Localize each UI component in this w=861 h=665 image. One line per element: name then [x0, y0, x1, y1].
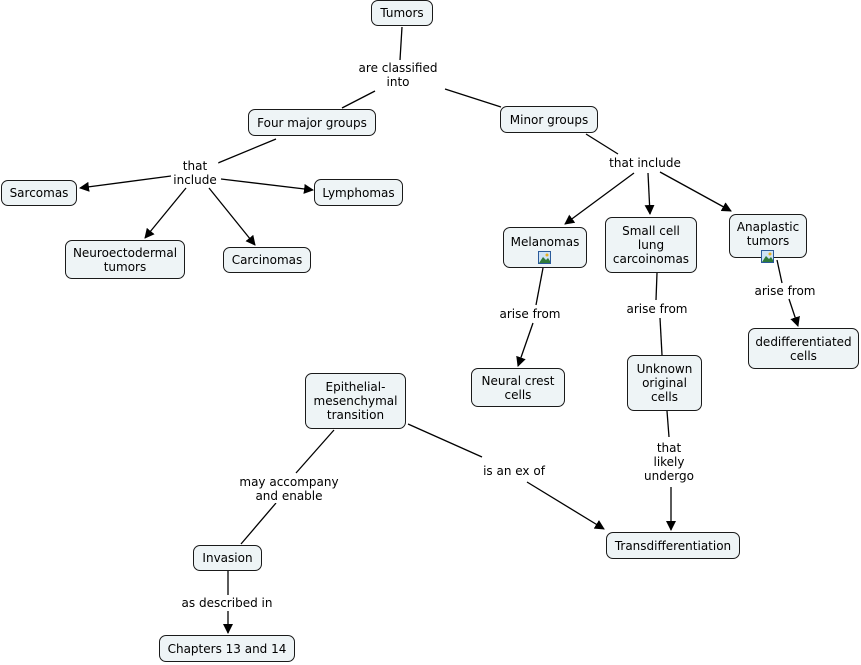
concept-anaplastic-tumors-label: Anaplastic tumors — [736, 220, 800, 248]
link-arise-from-small-cell: arise from — [624, 302, 690, 316]
concept-neuroectodermal-tumors[interactable]: Neuroectodermal tumors — [65, 240, 185, 279]
concept-sarcomas[interactable]: Sarcomas — [1, 180, 77, 206]
edge-include-sarcomas — [79, 175, 172, 192]
edge-arise-dediff — [788, 298, 800, 327]
concept-transdifferentiation[interactable]: Transdifferentiation — [606, 532, 740, 559]
concept-neural-crest-cells[interactable]: Neural crest cells — [471, 368, 565, 407]
link-is-an-ex-of: is an ex of — [481, 464, 547, 478]
edge-include-melanomas — [564, 172, 635, 225]
concept-invasion[interactable]: Invasion — [193, 545, 262, 571]
edge-arise-neuralcrest — [516, 322, 534, 367]
link-as-described-in: as described in — [179, 596, 275, 610]
edge-include-neuro — [144, 187, 187, 239]
concept-epithelial-mesenchymal-transition[interactable]: Epithelial- mesenchymal transition — [305, 373, 406, 429]
edge-include-lymphomas — [220, 178, 314, 194]
concept-carcinomas[interactable]: Carcinomas — [223, 247, 311, 273]
concept-melanomas[interactable]: Melanomas — [503, 227, 587, 268]
concept-anaplastic-tumors[interactable]: Anaplastic tumors — [729, 214, 807, 258]
edge-emt-accompany — [295, 429, 335, 474]
link-that-likely-undergo: that likely undergo — [642, 441, 696, 483]
link-may-accompany-and-enable: may accompany and enable — [237, 475, 341, 503]
link-are-classified-into: are classified into — [356, 61, 440, 89]
edge-classified-major — [341, 90, 376, 109]
edge-include-carcinomas — [208, 187, 256, 246]
concept-melanomas-label: Melanomas — [510, 235, 580, 249]
picture-icon — [539, 252, 550, 263]
edge-minor-thatinclude — [585, 133, 619, 155]
edge-emt-isanex — [407, 423, 483, 458]
edge-anaplastic-arise — [776, 259, 783, 284]
concept-chapters-13-and-14[interactable]: Chapters 13 and 14 — [159, 635, 295, 662]
picture-icon — [762, 251, 773, 262]
edge-smallcell-arise — [655, 272, 658, 301]
concept-lymphomas[interactable]: Lymphomas — [314, 179, 403, 206]
edge-arise-unknown — [659, 317, 663, 356]
image-attachment-icon[interactable] — [761, 250, 774, 263]
edge-accompany-invasion — [240, 502, 277, 545]
concept-four-major-groups[interactable]: Four major groups — [248, 109, 376, 136]
edge-tumors-classified — [399, 26, 403, 61]
concept-dedifferentiated-cells[interactable]: dedifferentiated cells — [748, 328, 859, 369]
concept-minor-groups[interactable]: Minor groups — [500, 106, 598, 133]
link-arise-from-anaplastic: arise from — [752, 284, 818, 298]
link-that-include-major: that include — [171, 159, 219, 187]
edge-include-smallcell — [644, 172, 655, 215]
edge-major-thatinclude — [217, 138, 277, 164]
link-that-include-minor: that include — [607, 156, 683, 170]
image-attachment-icon[interactable] — [538, 251, 551, 264]
concept-small-cell-lung-carcoinomas[interactable]: Small cell lung carcoinomas — [605, 217, 697, 273]
link-arise-from-melanomas: arise from — [497, 307, 563, 321]
edge-unknown-undergo — [666, 410, 670, 438]
concept-tumors[interactable]: Tumors — [371, 0, 433, 26]
edge-classified-minor — [444, 88, 502, 108]
edge-isanex-trans — [526, 481, 605, 530]
concept-unknown-original-cells[interactable]: Unknown original cells — [627, 355, 702, 411]
edge-melanomas-arise — [535, 267, 544, 306]
edge-include-anaplastic — [659, 171, 732, 212]
